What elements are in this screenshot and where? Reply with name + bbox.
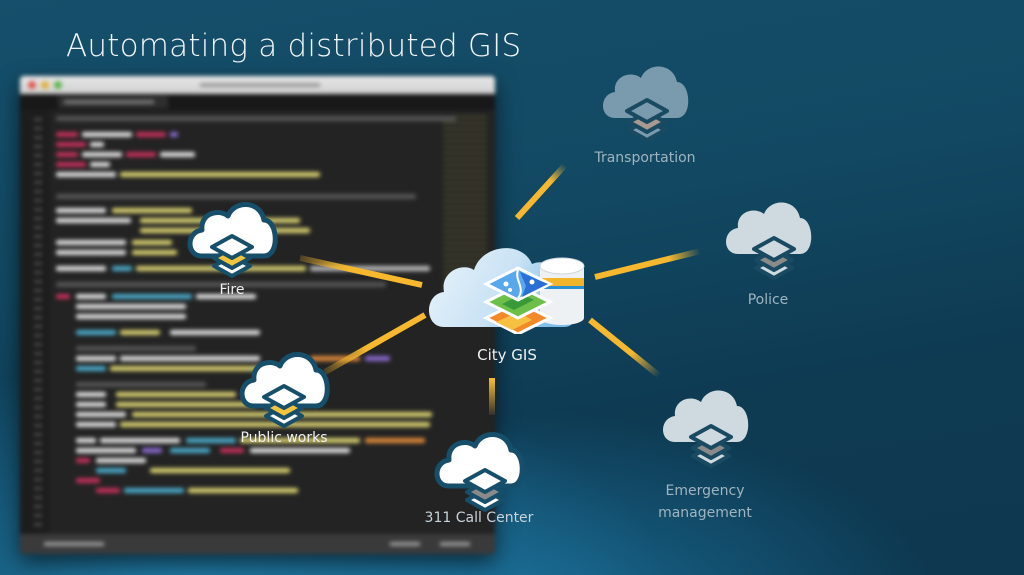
line-number-gutter xyxy=(20,110,50,534)
blurred-code-editor-window xyxy=(20,76,495,554)
minimize-dot-icon xyxy=(41,81,49,89)
connector-transportation xyxy=(514,160,570,221)
close-dot-icon xyxy=(28,81,36,89)
node-police[interactable]: Police xyxy=(718,196,818,308)
cloud-map-layers-database-icon xyxy=(429,248,585,336)
editor-window-title xyxy=(200,83,320,87)
node-label: Fire xyxy=(219,282,245,298)
cloud-layers-icon xyxy=(726,202,812,280)
node-transportation[interactable]: Transportation xyxy=(580,60,710,166)
cloud-layers-icon xyxy=(239,352,330,428)
node-label-line1: Emergency xyxy=(665,483,745,499)
hub-label: City GIS xyxy=(477,346,537,364)
node-label: Transportation xyxy=(594,150,696,166)
cloud-layers-icon xyxy=(187,202,278,278)
node-label-line2: management xyxy=(658,505,752,521)
hub-city-gis[interactable]: City GIS xyxy=(422,222,592,364)
cloud-layers-icon xyxy=(663,390,749,468)
connector-police xyxy=(594,247,706,280)
slide-title: Automating a distributed GIS xyxy=(66,28,522,64)
connector-fire xyxy=(299,255,423,288)
maximize-dot-icon xyxy=(54,81,62,89)
node-fire[interactable]: Fire xyxy=(184,198,280,298)
node-311-call-center[interactable]: 311 Call Center xyxy=(414,428,544,526)
node-label: Public works xyxy=(240,430,328,446)
node-label: Police xyxy=(747,292,789,308)
editor-status-bar xyxy=(20,534,495,554)
editor-titlebar xyxy=(20,76,495,94)
cloud-layers-icon xyxy=(434,432,525,512)
cloud-layers-icon xyxy=(603,66,689,142)
connector-public-works xyxy=(323,312,427,375)
editor-tabbar xyxy=(20,94,495,110)
editor-tab xyxy=(58,96,168,108)
node-label: 311 Call Center xyxy=(424,510,534,526)
connector-emergency xyxy=(588,317,664,381)
node-public-works[interactable]: Public works xyxy=(220,348,348,446)
node-emergency-management[interactable]: Emergency management xyxy=(640,384,770,524)
